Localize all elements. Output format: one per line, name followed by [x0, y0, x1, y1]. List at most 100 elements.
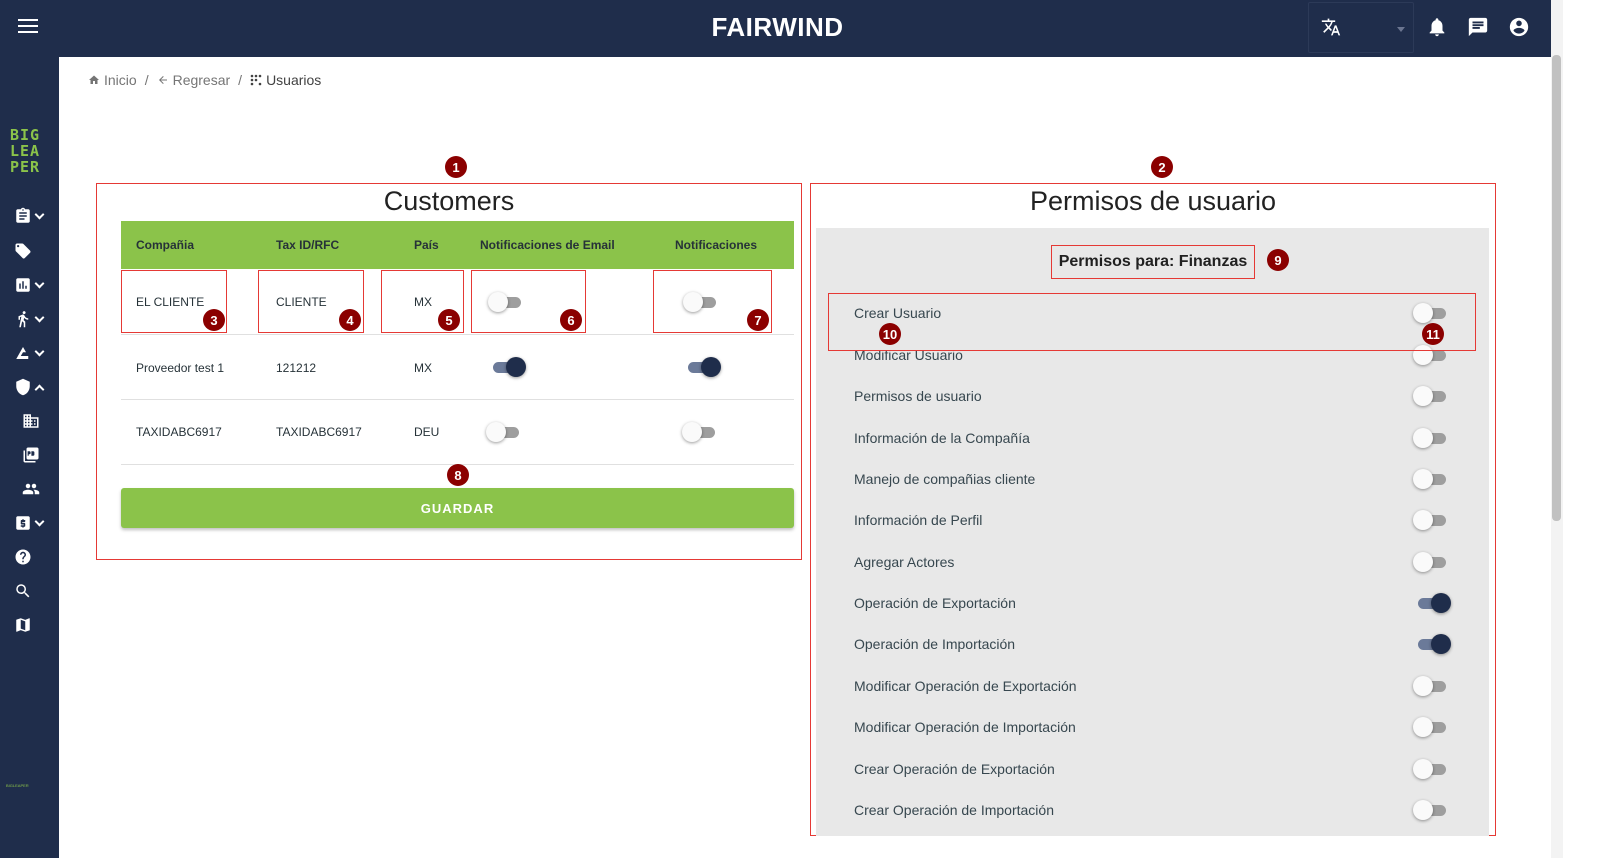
breadcrumb-current-label: Usuarios: [266, 72, 322, 88]
annotation-badge: 5: [438, 309, 460, 331]
permission-label: Crear Usuario: [854, 305, 942, 321]
permissions-card: [816, 228, 1489, 836]
permission-label: Información de la Compañía: [854, 430, 1030, 446]
sidebar-item-reports[interactable]: [14, 274, 52, 296]
email-notifications-toggle[interactable]: [488, 291, 524, 313]
sidebar-item-clipboard[interactable]: [14, 205, 52, 227]
annotation-badge: 2: [1151, 156, 1173, 178]
dots-grid-icon: [250, 74, 262, 86]
sidebar-item-actors[interactable]: [14, 308, 52, 330]
cell-tax-id: TAXIDABC6917: [276, 425, 362, 439]
annotation-badge: 7: [747, 309, 769, 331]
customers-title: Customers: [383, 186, 515, 216]
permission-label: Agregar Actores: [854, 554, 955, 570]
shield-settings-icon: [16, 378, 30, 396]
sidebar-item-operations[interactable]: [14, 342, 52, 364]
permission-toggle[interactable]: [1413, 509, 1449, 531]
account-circle-icon[interactable]: [1508, 16, 1530, 38]
annotation-box-10-11: [828, 293, 1476, 351]
annotation-box-5: [381, 270, 464, 333]
permission-toggle[interactable]: [1413, 716, 1449, 738]
permission-label: Crear Operación de Exportación: [854, 761, 1055, 777]
breadcrumb-separator: /: [144, 72, 149, 88]
column-header: Tax ID/RFC: [276, 238, 340, 252]
permissions-title: Permisos de usuario: [1029, 186, 1277, 216]
breadcrumb-back[interactable]: Regresar: [157, 72, 231, 88]
sidebar-item-companies[interactable]: [22, 410, 60, 432]
permission-toggle[interactable]: [1413, 385, 1449, 407]
sidebar-item-map[interactable]: [14, 614, 52, 636]
annotation-box-9: [1051, 245, 1255, 279]
annotation-badge: 6: [560, 309, 582, 331]
ship-settings-icon: [16, 347, 29, 359]
users-icon: [22, 483, 40, 495]
footer-logo: BIGLEAPER: [6, 783, 29, 788]
sidebar-item-documents[interactable]: [22, 444, 60, 466]
cell-tax-id: 121212: [276, 361, 317, 375]
permission-label: Modificar Operación de Exportación: [854, 678, 1077, 694]
chevron-down-icon: [34, 209, 45, 219]
bell-icon[interactable]: [1426, 16, 1448, 38]
breadcrumb-separator: /: [238, 72, 243, 88]
chevron-up-icon: [34, 384, 45, 394]
cell-country: MX: [414, 361, 432, 375]
permission-label: Crear Operación de Importación: [854, 802, 1054, 818]
email-notifications-toggle[interactable]: [490, 356, 526, 378]
breadcrumb-back-label: Regresar: [172, 72, 231, 88]
permission-label: Permisos de usuario: [854, 388, 982, 404]
cell-country: DEU: [414, 425, 440, 439]
permission-toggle[interactable]: [1413, 302, 1449, 324]
column-header: Notificaciones: [675, 238, 758, 252]
sidebar-item-tags[interactable]: [14, 240, 52, 262]
chat-icon[interactable]: [1467, 16, 1489, 38]
bar-chart-icon: [16, 278, 30, 292]
permission-label: Operación de Exportación: [854, 595, 1016, 611]
email-notifications-toggle[interactable]: [486, 421, 522, 443]
permission-toggle[interactable]: [1413, 758, 1449, 780]
cell-country: MX: [414, 295, 432, 309]
permission-label: Operación de Importación: [854, 636, 1016, 652]
breadcrumb-home[interactable]: Inicio: [88, 72, 137, 88]
annotation-badge: 9: [1267, 249, 1289, 271]
arrow-left-icon: [158, 76, 167, 84]
notifications-toggle[interactable]: [682, 421, 718, 443]
annotation-badge: 4: [339, 309, 361, 331]
menu-icon[interactable]: [18, 19, 38, 35]
permission-toggle[interactable]: [1413, 675, 1449, 697]
sidebar-item-billing[interactable]: [14, 512, 52, 534]
annotation-badge: 10: [879, 323, 901, 345]
cell-tax-id: CLIENTE: [276, 295, 327, 309]
permission-toggle[interactable]: [1413, 427, 1449, 449]
notifications-toggle[interactable]: [685, 356, 721, 378]
save-button[interactable]: GUARDAR: [121, 488, 794, 528]
clipboard-icon: [16, 207, 30, 223]
permission-toggle[interactable]: [1415, 633, 1451, 655]
language-select[interactable]: [1308, 2, 1414, 53]
pdf-icon: [23, 447, 39, 463]
notifications-toggle[interactable]: [683, 291, 719, 313]
permission-toggle[interactable]: [1413, 551, 1449, 573]
row-divider: [121, 399, 794, 400]
permission-toggle[interactable]: [1413, 799, 1449, 821]
top-bar: FAIRWIND: [0, 0, 1555, 57]
row-divider: [121, 334, 794, 335]
annotation-badge: 1: [445, 156, 467, 178]
cell-company: EL CLIENTE: [136, 295, 205, 309]
sidebar-item-admin[interactable]: [14, 376, 52, 398]
permission-toggle[interactable]: [1413, 468, 1449, 490]
search-icon: [16, 584, 30, 598]
sidebar-item-help[interactable]: [14, 546, 52, 568]
column-header: Compañia: [136, 238, 195, 252]
permission-toggle[interactable]: [1415, 592, 1451, 614]
sidebar-item-search[interactable]: [14, 580, 52, 602]
page-scrollbar-thumb[interactable]: [1552, 55, 1561, 521]
map-icon: [16, 618, 30, 632]
chevron-down-icon: [34, 346, 45, 356]
walk-icon: [18, 311, 29, 328]
annotation-box-6: [471, 270, 586, 333]
cell-company: Proveedor test 1: [136, 361, 225, 375]
logo-line: LEA: [10, 142, 41, 160]
annotation-badge: 3: [203, 309, 225, 331]
annotation-box-7: [653, 270, 772, 333]
sidebar-item-users[interactable]: [22, 478, 60, 500]
